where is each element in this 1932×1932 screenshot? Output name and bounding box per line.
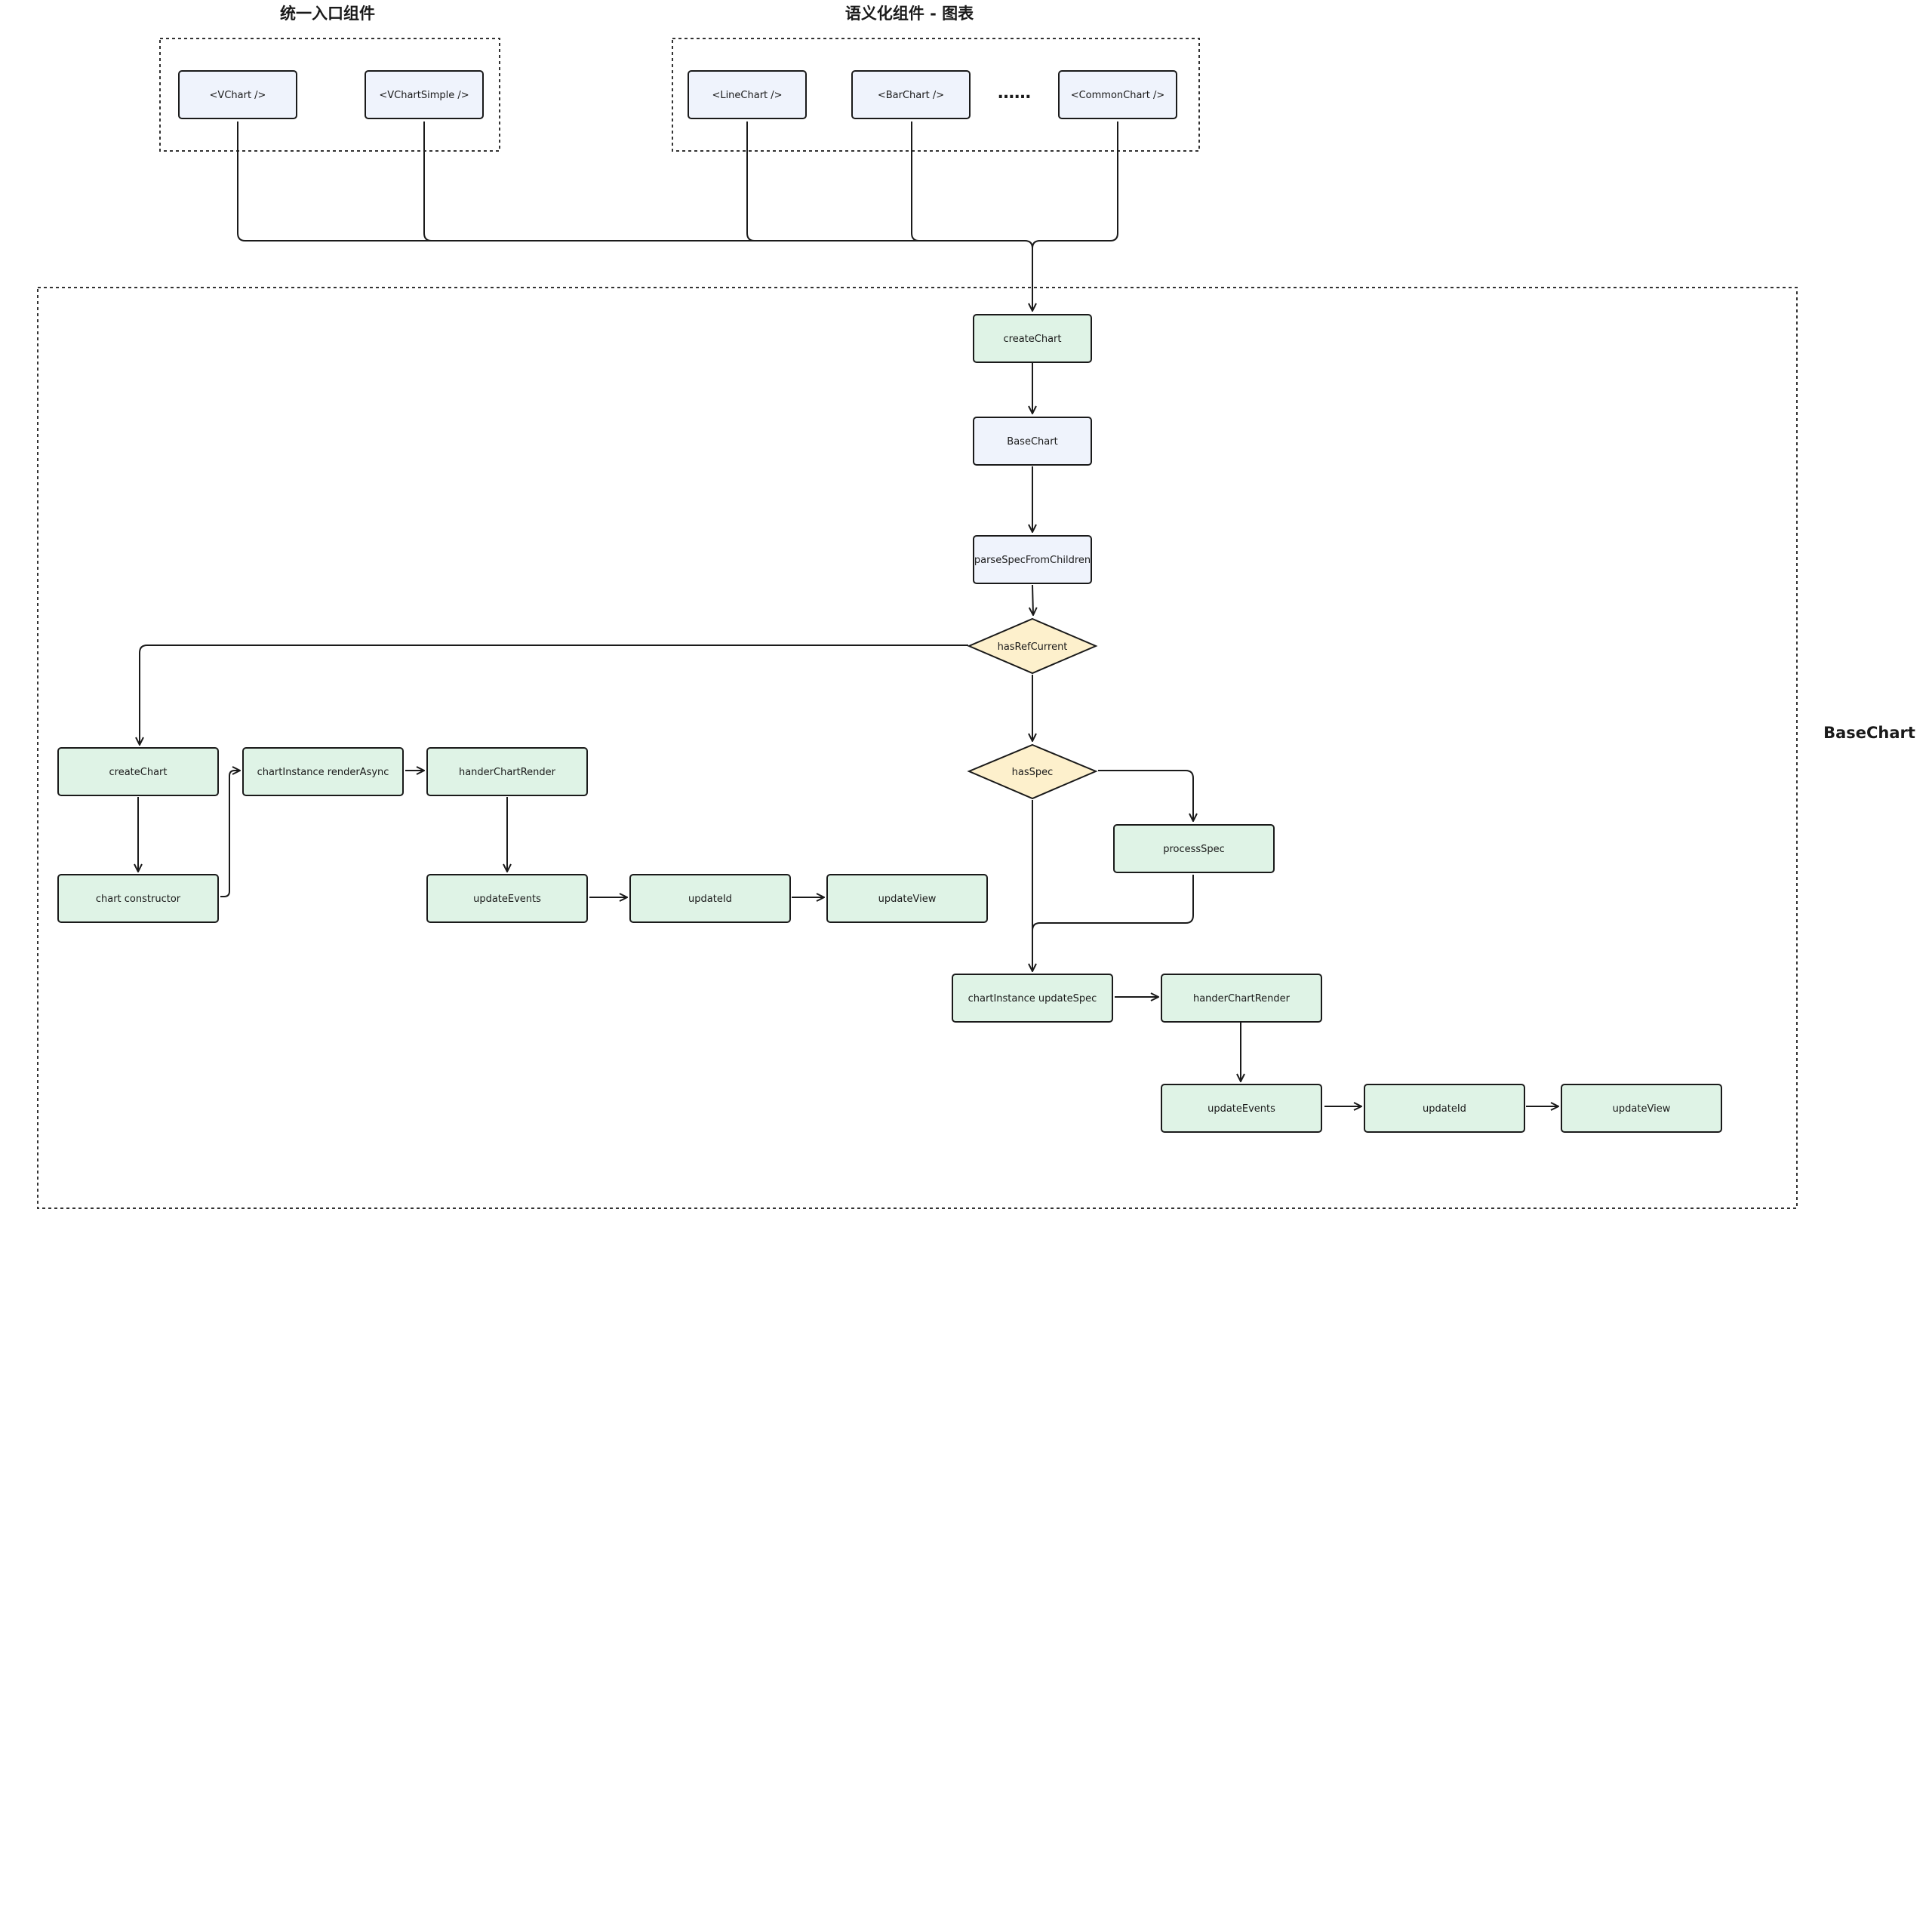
edge-bus-to-createchart xyxy=(1024,240,1032,311)
node-line-chart: <LineChart /> xyxy=(688,70,807,119)
group-title-basechart: BaseChart xyxy=(1823,724,1915,742)
node-update-spec: chartInstance updateSpec xyxy=(952,974,1113,1023)
node-has-ref-current-label: hasRefCurrent xyxy=(998,641,1068,653)
node-process-spec: processSpec xyxy=(1113,824,1275,873)
edge-linechart-to-bus xyxy=(746,122,755,242)
node-vchart-simple-label: <VChartSimple /> xyxy=(379,90,469,101)
group-title-unified-entry: 统一入口组件 xyxy=(280,5,375,23)
node-update-events-left: updateEvents xyxy=(426,874,588,923)
node-create-chart-left: createChart xyxy=(57,747,219,796)
edge-parsespec-to-hasrefcurrent xyxy=(1032,584,1033,615)
node-render-async: chartInstance renderAsync xyxy=(242,747,404,796)
node-parse-spec-label: parseSpecFromChildren xyxy=(974,555,1091,566)
node-create-chart-left-label: createChart xyxy=(109,767,168,778)
node-base-chart-label: BaseChart xyxy=(1007,436,1057,448)
node-update-id-right: updateId xyxy=(1364,1084,1525,1133)
edge-bus-right-join xyxy=(1032,240,1041,249)
node-hander-render-left: handerChartRender xyxy=(426,747,588,796)
edge-constructor-to-renderasync xyxy=(220,771,240,897)
node-line-chart-label: <LineChart /> xyxy=(712,90,782,101)
edge-commonchart-to-bus xyxy=(1040,122,1118,242)
node-hander-render-left-label: handerChartRender xyxy=(459,767,556,778)
group-box-semantic-charts xyxy=(672,38,1200,152)
node-process-spec-label: processSpec xyxy=(1163,844,1225,855)
node-has-spec-label: hasSpec xyxy=(1012,767,1054,778)
node-vchart-simple: <VChartSimple /> xyxy=(365,70,484,119)
node-has-ref-current: hasRefCurrent xyxy=(967,617,1098,675)
node-chart-constructor-label: chart constructor xyxy=(96,894,181,905)
node-update-id-right-label: updateId xyxy=(1423,1103,1466,1115)
node-bar-chart-label: <BarChart /> xyxy=(878,90,944,101)
edges xyxy=(138,122,1558,1106)
node-common-chart-label: <CommonChart /> xyxy=(1071,90,1165,101)
node-render-async-label: chartInstance renderAsync xyxy=(257,767,389,778)
node-bar-chart: <BarChart /> xyxy=(851,70,971,119)
node-update-view-right: updateView xyxy=(1561,1084,1722,1133)
node-parse-spec: parseSpecFromChildren xyxy=(973,535,1092,584)
edge-hasrefcurrent-to-createchart-left xyxy=(140,645,968,745)
edge-vchart-to-bus xyxy=(237,122,1025,242)
group-box-basechart xyxy=(37,287,1798,1209)
node-create-chart-top: createChart xyxy=(973,314,1092,363)
node-base-chart: BaseChart xyxy=(973,417,1092,466)
edge-hasspec-to-processspec xyxy=(1098,770,1193,821)
node-has-spec: hasSpec xyxy=(967,743,1098,800)
node-chart-constructor: chart constructor xyxy=(57,874,219,923)
node-create-chart-top-label: createChart xyxy=(1004,334,1062,345)
group-box-unified-entry xyxy=(159,38,500,152)
edge-vchartsimple-to-bus xyxy=(423,122,432,242)
node-update-view-right-label: updateView xyxy=(1613,1103,1671,1115)
node-update-view-left-label: updateView xyxy=(878,894,937,905)
edge-processspec-to-updatespec xyxy=(1032,875,1194,931)
node-update-events-left-label: updateEvents xyxy=(473,894,541,905)
ellipsis-more-charts: …… xyxy=(998,84,1031,103)
node-hander-render-right-label: handerChartRender xyxy=(1193,993,1291,1004)
node-update-view-left: updateView xyxy=(826,874,988,923)
edge-barchart-to-bus xyxy=(911,122,920,242)
node-hander-render-right: handerChartRender xyxy=(1161,974,1322,1023)
node-update-id-left-label: updateId xyxy=(688,894,732,905)
node-vchart-label: <VChart /> xyxy=(210,90,266,101)
node-common-chart: <CommonChart /> xyxy=(1058,70,1177,119)
group-title-semantic-charts: 语义化组件 - 图表 xyxy=(845,5,974,23)
node-update-spec-label: chartInstance updateSpec xyxy=(968,993,1097,1004)
node-update-events-right: updateEvents xyxy=(1161,1084,1322,1133)
node-update-id-left: updateId xyxy=(629,874,791,923)
node-vchart: <VChart /> xyxy=(178,70,297,119)
node-update-events-right-label: updateEvents xyxy=(1208,1103,1275,1115)
